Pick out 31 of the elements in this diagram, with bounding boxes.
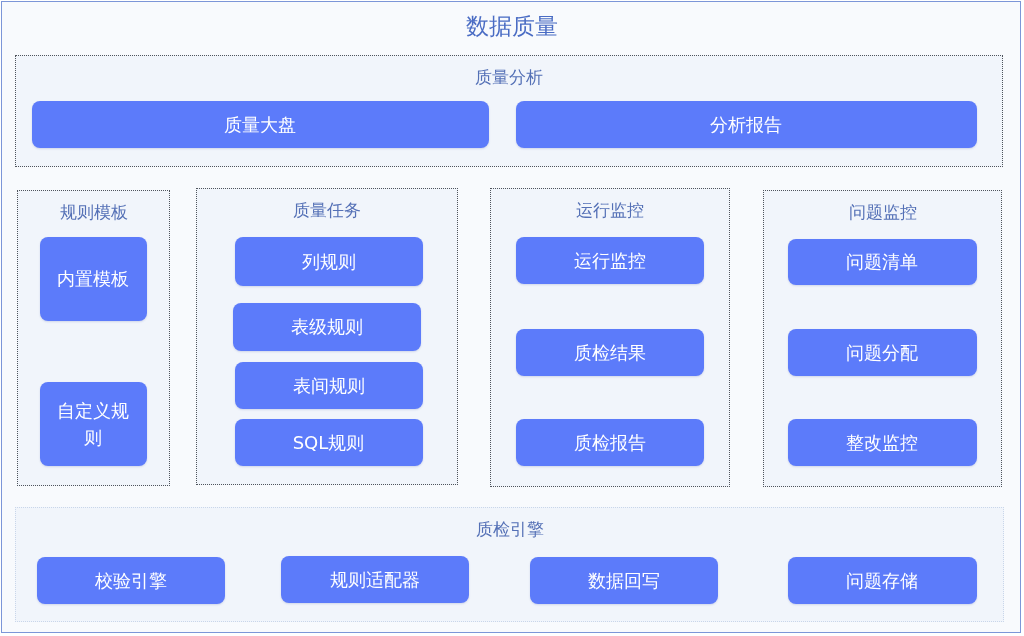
diagram-title: 数据质量	[465, 12, 559, 41]
group-title: 问题监控	[848, 201, 917, 224]
group-title: 质量任务	[293, 199, 361, 222]
module-box: 分析报告	[515, 100, 977, 148]
group-panel	[490, 188, 730, 487]
group-title: 质检引擎	[475, 518, 544, 541]
module-box: 问题清单	[787, 238, 977, 285]
module-box: 运行监控	[515, 236, 704, 284]
module-box: 问题分配	[787, 328, 977, 376]
group-title: 质量分析	[475, 66, 543, 89]
module-box: 表间规则	[234, 361, 423, 409]
module-box: 表级规则	[232, 302, 421, 351]
module-box: 内置模板	[39, 236, 147, 321]
module-box: 质检报告	[515, 418, 704, 466]
group-panel	[15, 55, 1003, 167]
group-panel	[15, 507, 1004, 622]
module-box: 问题存储	[787, 556, 977, 604]
module-box: 自定义规则	[39, 381, 147, 466]
module-box: 校验引擎	[36, 556, 225, 604]
module-box: 质检结果	[515, 328, 704, 376]
module-box: 整改监控	[787, 418, 977, 466]
module-box: SQL规则	[234, 418, 423, 466]
module-box: 质量大盘	[31, 100, 489, 148]
group-title: 运行监控	[576, 199, 644, 222]
module-box: 数据回写	[529, 556, 718, 604]
group-title: 规则模板	[59, 201, 128, 224]
module-box: 列规则	[234, 236, 423, 286]
group-panel	[763, 190, 1002, 487]
module-box: 规则适配器	[280, 555, 469, 603]
group-panel	[196, 188, 458, 485]
group-panel	[17, 190, 170, 486]
